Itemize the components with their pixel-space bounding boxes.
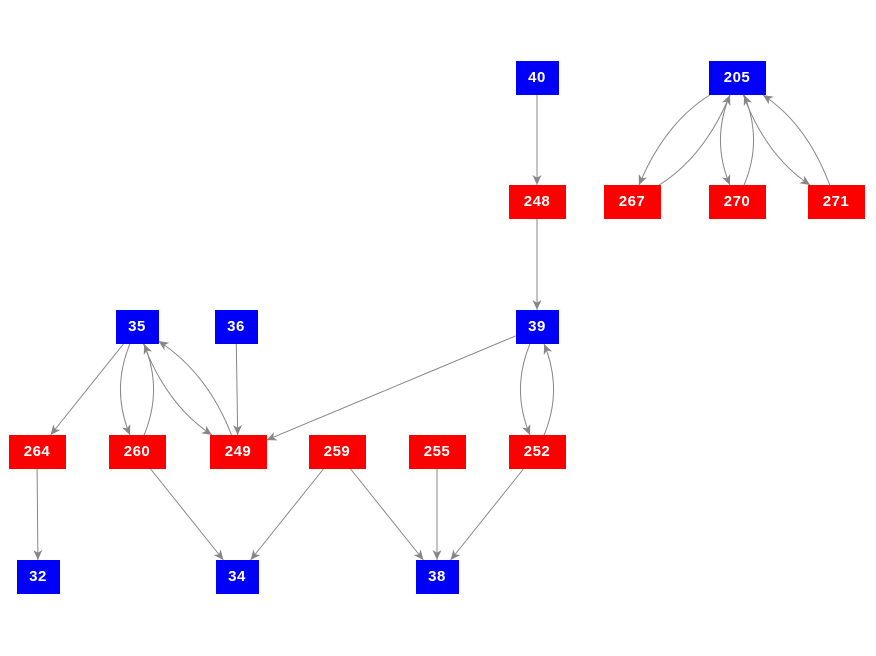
node-267[interactable]: 267 [603, 185, 661, 219]
node-260[interactable]: 260 [108, 435, 166, 469]
edge-267-205 [658, 94, 731, 186]
edge-264-32 [33, 468, 43, 561]
node-35[interactable]: 35 [115, 310, 159, 344]
edge-252-39 [543, 343, 555, 436]
edge-249-35 [158, 340, 232, 436]
node-255[interactable]: 255 [408, 435, 466, 469]
edge-35-260 [119, 343, 131, 436]
edge-36-249 [233, 343, 243, 436]
edge-205-271 [742, 94, 811, 186]
node-248[interactable]: 248 [508, 185, 566, 219]
edge-271-205 [762, 94, 831, 186]
node-38[interactable]: 38 [415, 560, 459, 594]
node-270[interactable]: 270 [708, 185, 766, 219]
edge-35-249 [143, 343, 213, 436]
edge-39-252 [519, 343, 531, 436]
node-36[interactable]: 36 [214, 310, 258, 344]
edge-252-38 [450, 468, 524, 561]
node-205[interactable]: 205 [708, 61, 766, 95]
edge-270-205 [743, 94, 755, 186]
edge-35-264 [50, 343, 124, 436]
node-271[interactable]: 271 [807, 185, 865, 219]
edge-205-267 [638, 94, 711, 186]
edge-39-249 [266, 335, 516, 441]
node-249[interactable]: 249 [209, 435, 267, 469]
edge-205-270 [719, 94, 731, 186]
node-34[interactable]: 34 [215, 560, 259, 594]
edge-260-34 [150, 468, 224, 561]
node-252[interactable]: 252 [508, 435, 566, 469]
node-39[interactable]: 39 [515, 310, 559, 344]
node-32[interactable]: 32 [16, 560, 60, 594]
node-259[interactable]: 259 [308, 435, 366, 469]
node-40[interactable]: 40 [515, 61, 559, 95]
edge-259-38 [350, 468, 424, 561]
node-264[interactable]: 264 [8, 435, 66, 469]
edge-259-34 [250, 468, 324, 561]
